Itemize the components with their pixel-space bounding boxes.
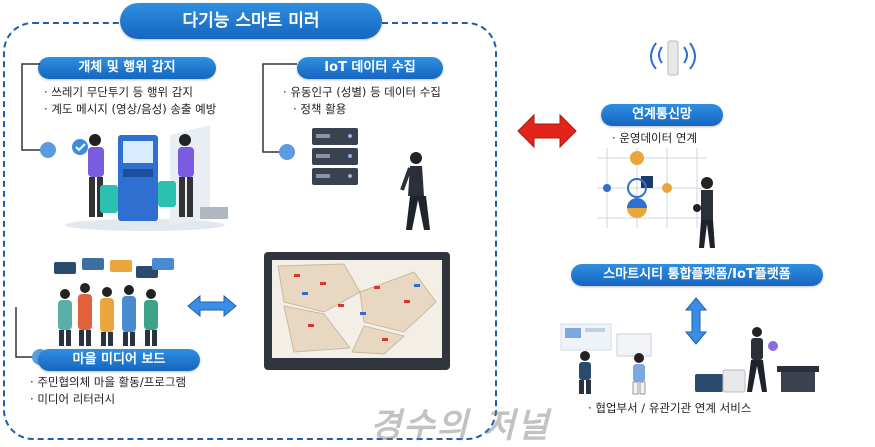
detection-bullets: 쓰레기 무단투기 등 행위 감지 계도 메시지 (영상/음성) 송출 예방: [44, 84, 216, 118]
data-grid-illustration: [597, 148, 715, 248]
media-bullets: 주민협의체 마을 활동/프로그램 미디어 리터러시: [30, 374, 186, 408]
iot-connector: [262, 63, 297, 160]
detection-connector: [21, 63, 56, 158]
vertical-double-arrow-icon: [684, 297, 708, 345]
collaboration-illustration: [560, 323, 819, 395]
iot-title: IoT 데이터 수집: [297, 57, 443, 79]
media-bullet: 미디어 리터러시: [30, 391, 186, 408]
double-arrow-icon: [187, 294, 237, 318]
network-bullet: 운영데이터 연계: [612, 130, 697, 147]
watermark: 경수의 저널: [370, 406, 551, 446]
detection-title: 개체 및 행위 감지: [38, 57, 216, 79]
media-bullet: 주민협의체 마을 활동/프로그램: [30, 374, 186, 391]
person-figure: [400, 152, 430, 230]
network-bullets: 운영데이터 연계: [612, 130, 697, 147]
crowd-illustration: [54, 258, 174, 346]
detection-bullet: 쓰레기 무단투기 등 행위 감지: [44, 84, 216, 101]
media-title: 마을 미디어 보드: [38, 349, 200, 371]
iot-bullets: 유동인구 (성별) 등 데이터 수집 정책 활용: [283, 84, 441, 118]
iot-bullet-noprefix: 정책 활용: [283, 101, 441, 118]
detection-bullet: 계도 메시지 (영상/음성) 송출 예방: [44, 101, 216, 118]
platform-bullet: 협업부서 / 유관기관 연계 서비스: [588, 400, 751, 417]
platform-title: 스마트시티 통합플랫폼/IoT플랫폼: [571, 264, 823, 286]
main-title: 다기능 스마트 미러: [120, 3, 382, 39]
platform-bullets: 협업부서 / 유관기관 연계 서비스: [588, 400, 751, 417]
server-icon: [312, 128, 358, 185]
iot-bullet: 유동인구 (성별) 등 데이터 수집: [283, 84, 441, 101]
kiosk-illustration: [65, 125, 228, 231]
antenna-icon: [650, 40, 696, 76]
network-title: 연계통신망: [601, 104, 723, 126]
red-double-arrow-icon: [517, 113, 577, 149]
monitor-map: [264, 252, 450, 370]
